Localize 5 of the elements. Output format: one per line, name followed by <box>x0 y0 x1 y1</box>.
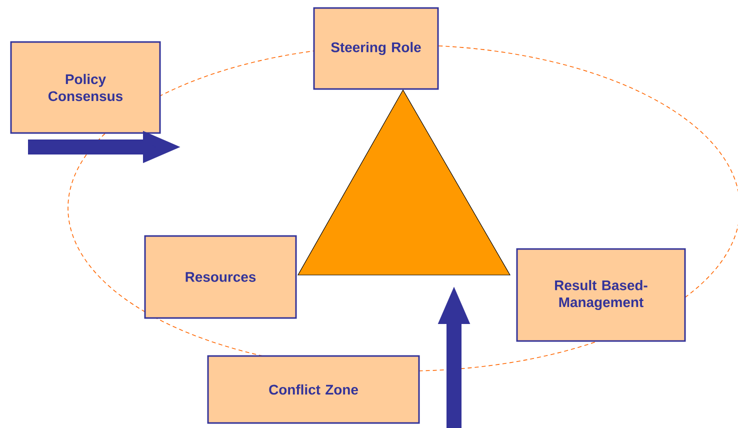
label-box: Result Based- Management <box>516 248 686 342</box>
label-box: Resources <box>144 235 297 319</box>
label-box: Policy Consensus <box>10 41 161 134</box>
label-box: Conflict Zone <box>207 355 420 424</box>
label-box: Steering Role <box>313 7 439 90</box>
